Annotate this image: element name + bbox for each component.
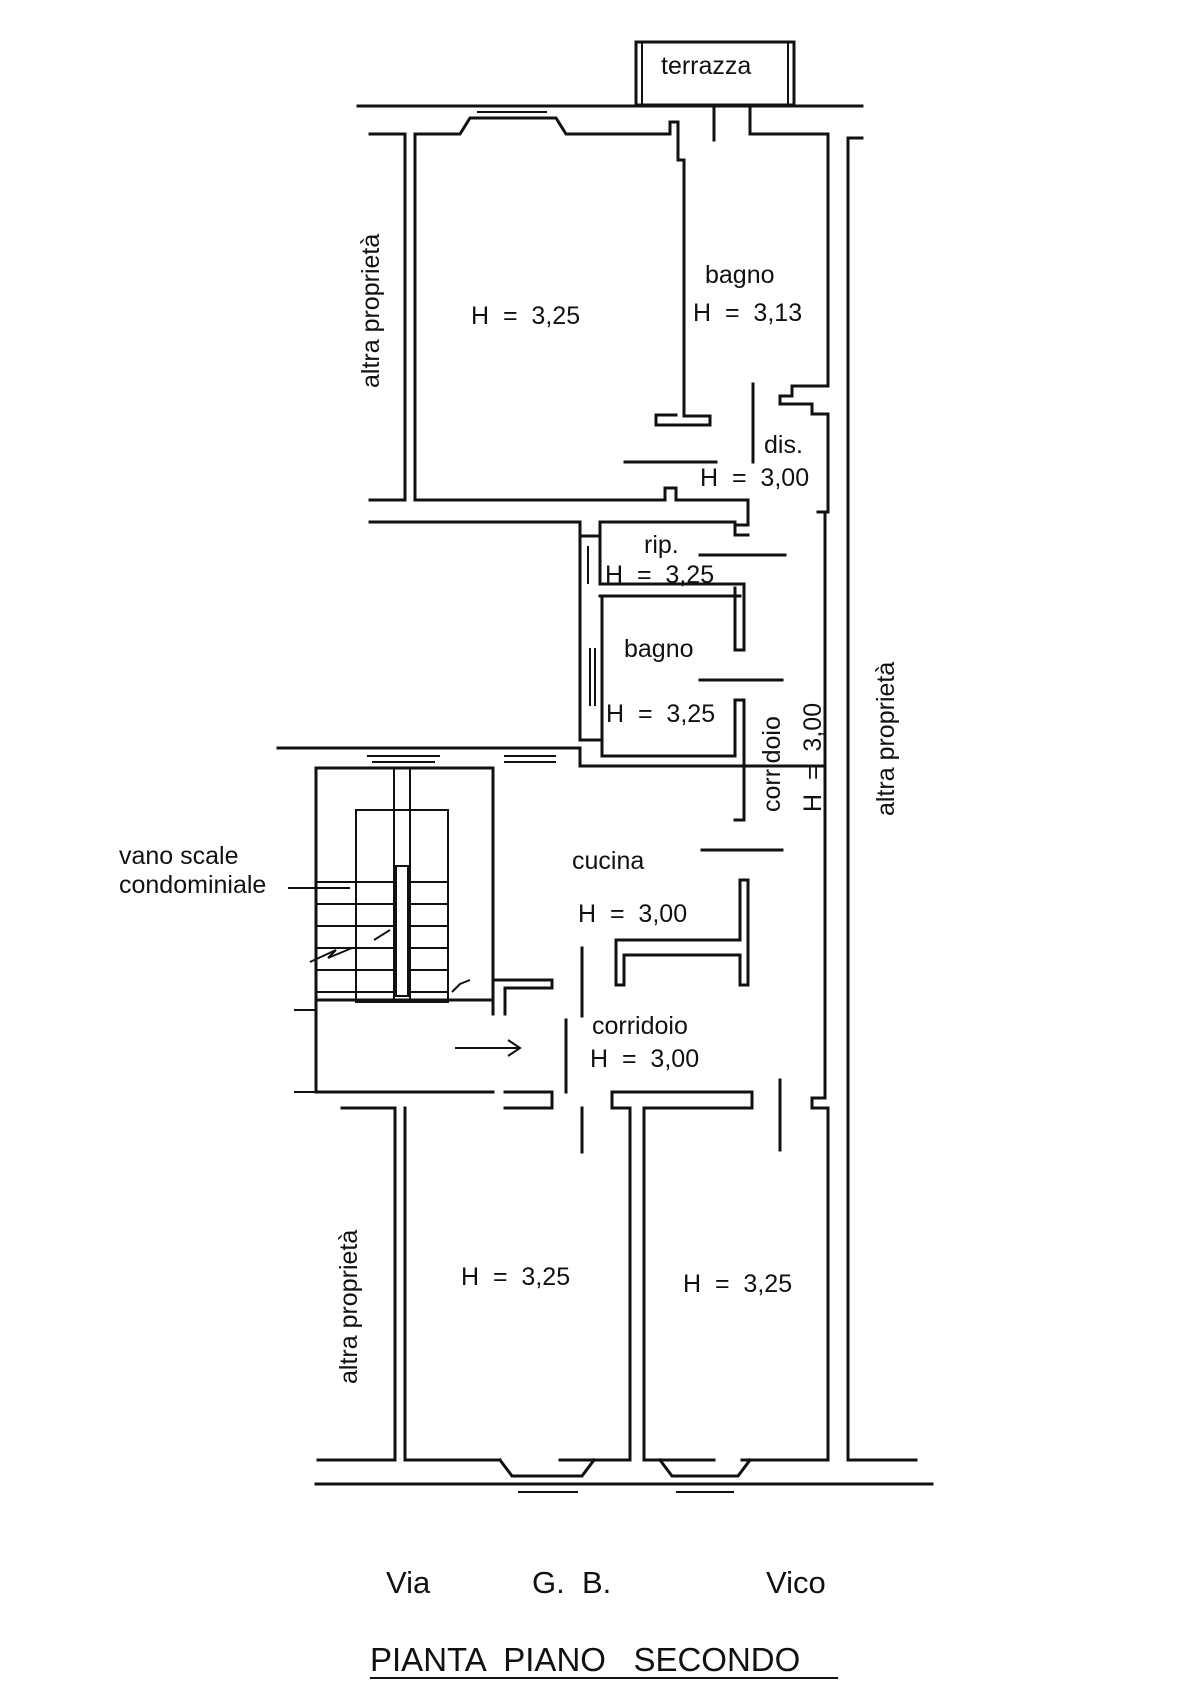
label-rip-h: H = 3,25 <box>605 561 714 589</box>
label-corridoio-vertical: corridoio <box>758 716 786 812</box>
bottom-rooms-walls <box>316 1078 830 1462</box>
label-terrazza: terrazza <box>661 52 751 80</box>
left-boundary-top <box>368 132 407 502</box>
plan-title: PIANTA PIANO SECONDO <box>370 1641 800 1678</box>
label-bagno-top-h: H = 3,13 <box>693 299 802 327</box>
street-gb: G. B. <box>532 1565 611 1600</box>
label-altra-proprieta-right: altra proprietà <box>872 662 900 816</box>
room-top-left-walls <box>413 116 750 527</box>
label-altra-proprieta-bottom-left: altra proprietà <box>335 1230 363 1384</box>
label-rip: rip. <box>644 531 679 559</box>
label-bagno-top: bagno <box>705 261 775 289</box>
label-cucina-h: H = 3,00 <box>578 900 687 928</box>
label-room-bottom-right-h: H = 3,25 <box>683 1270 792 1298</box>
label-cucina: cucina <box>572 847 644 875</box>
kitchen-walls <box>491 848 784 1094</box>
label-vano-scale-1: vano scale <box>119 842 239 870</box>
bagno-top-walls <box>623 104 830 514</box>
street-vico: Vico <box>766 1565 826 1600</box>
label-corridoio-vertical-h: H = 3,00 <box>799 703 827 812</box>
label-room-bottom-left-h: H = 3,25 <box>461 1263 570 1291</box>
label-bagno-mid: bagno <box>624 635 694 663</box>
bottom-facade <box>314 1457 934 1493</box>
right-main-wall <box>823 136 918 1462</box>
label-corridoio-h: H = 3,00 <box>590 1045 699 1073</box>
street-via: Via <box>386 1565 431 1600</box>
label-corridoio: corridoio <box>592 1012 688 1040</box>
ripostiglio-walls <box>368 520 787 652</box>
label-bagno-mid-h: H = 3,25 <box>606 700 715 728</box>
label-room-top-left-h: H = 3,25 <box>471 302 580 330</box>
label-vano-scale-2: condominiale <box>119 871 266 899</box>
label-dis: dis. <box>764 431 803 459</box>
bagno-mid-walls <box>578 534 784 822</box>
stair-core <box>276 746 824 1094</box>
label-altra-proprieta-top-left: altra proprietà <box>357 234 385 388</box>
top-facade <box>356 104 864 119</box>
label-dis-h: H = 3,00 <box>700 464 809 492</box>
